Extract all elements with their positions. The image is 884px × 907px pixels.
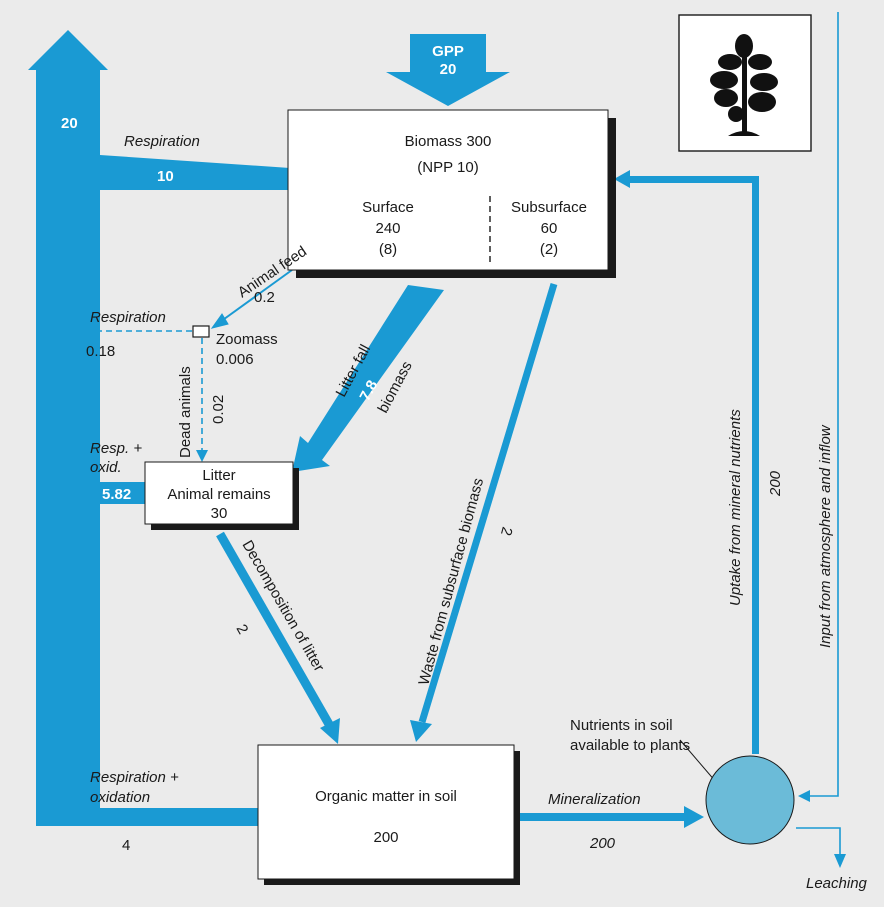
gpp-value: 20 xyxy=(440,61,457,78)
leaching-label: Leaching xyxy=(806,875,868,892)
zoo-respiration-label: Respiration xyxy=(90,309,166,326)
decomposition-arrow xyxy=(216,531,340,744)
dead-animals-arrow xyxy=(196,338,208,462)
respiration-top-value: 10 xyxy=(157,168,174,185)
zoomass-value: 0.006 xyxy=(216,351,254,368)
waste-subsurface-label: Waste from subsurface biomass xyxy=(415,476,487,687)
plant-silhouette-icon xyxy=(710,34,778,136)
subsurface-value: 60 xyxy=(541,220,558,237)
soil-title: Organic matter in soil xyxy=(315,788,457,805)
mineralization-value: 200 xyxy=(589,835,616,852)
nutrients-label-1: Nutrients in soil xyxy=(570,717,673,734)
soil-box: Organic matter in soil 200 xyxy=(257,744,520,885)
litter-box: Litter Animal remains 30 xyxy=(144,461,299,530)
subsurface-npp: (2) xyxy=(540,241,558,258)
dead-animals-value: 0.02 xyxy=(210,395,227,424)
waste-subsurface-value: 2 xyxy=(497,525,516,537)
surface-label: Surface xyxy=(362,199,414,216)
zoo-respiration-value: 0.18 xyxy=(86,343,115,360)
biomass-npp: (NPP 10) xyxy=(417,159,478,176)
uptake-arrow xyxy=(614,170,759,754)
soil-resp-label-2: oxidation xyxy=(90,789,150,806)
litter-fall-arrow xyxy=(292,285,444,472)
litter-line2: Animal remains xyxy=(167,486,270,503)
uptake-label: Uptake from mineral nutrients xyxy=(727,409,744,606)
soil-value: 200 xyxy=(373,829,398,846)
mineralization-label: Mineralization xyxy=(548,791,641,808)
litter-column xyxy=(72,190,100,504)
respiration-band-from-biomass xyxy=(100,155,290,190)
dead-animals-label: Dead animals xyxy=(177,366,194,458)
zoomass-box xyxy=(192,325,210,338)
nutrients-pointer xyxy=(679,739,717,783)
uptake-value: 200 xyxy=(767,470,784,497)
animal-feed-arrow xyxy=(210,269,293,329)
surface-npp: (8) xyxy=(379,241,397,258)
respiration-flow-system xyxy=(28,30,290,826)
respiration-total-value: 20 xyxy=(61,115,78,132)
gpp-label: GPP xyxy=(432,43,464,60)
decomposition-value: 2 xyxy=(233,622,252,638)
input-arrow xyxy=(798,12,839,802)
plant-icon-box xyxy=(678,14,812,152)
respiration-top-label: Respiration xyxy=(124,133,200,150)
gpp-input-arrow: GPP 20 xyxy=(386,34,510,106)
mineralization-arrow xyxy=(513,806,704,828)
leaching-arrow xyxy=(796,827,846,868)
nutrients-label-2: available to plants xyxy=(570,737,690,754)
subsurface-label: Subsurface xyxy=(511,199,587,216)
nutrient-pool-circle xyxy=(705,755,795,845)
surface-value: 240 xyxy=(375,220,400,237)
biomass-title: Biomass 300 xyxy=(405,133,492,150)
input-label: Input from atmosphere and inflow xyxy=(817,424,834,648)
soil-resp-label-1: Respiration + xyxy=(90,769,179,786)
zoomass-label: Zoomass xyxy=(216,331,278,348)
litter-resp-value: 5.82 xyxy=(102,486,131,503)
litter-value: 30 xyxy=(211,505,228,522)
litter-line1: Litter xyxy=(202,467,235,484)
biomass-box: Biomass 300 (NPP 10) Surface 240 (8) Sub… xyxy=(287,109,616,278)
litter-resp-label-1: Resp. + xyxy=(90,440,142,457)
soil-resp-value: 4 xyxy=(122,837,130,854)
litter-resp-label-2: oxid. xyxy=(90,459,122,476)
animal-feed-value: 0.2 xyxy=(254,289,275,306)
decomposition-label: Decomposition of litter xyxy=(239,538,328,675)
soil-respiration-band xyxy=(36,808,258,826)
waste-subsurface-arrow xyxy=(410,282,558,742)
